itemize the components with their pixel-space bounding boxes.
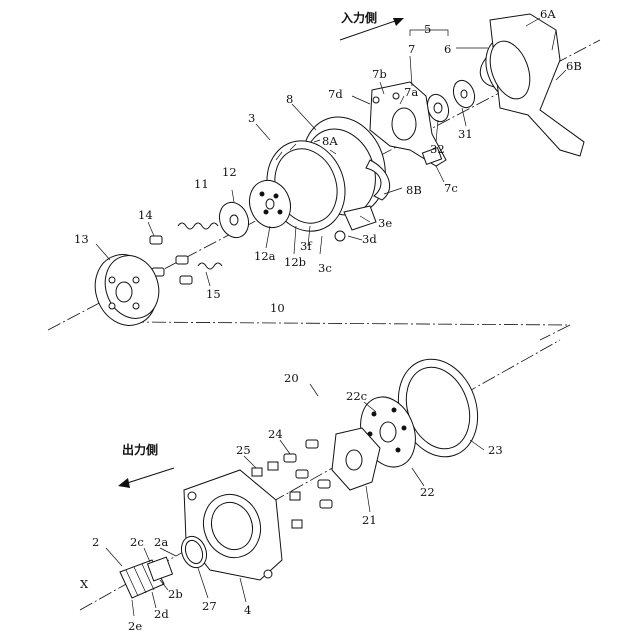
label-3d: 3d	[362, 232, 377, 246]
label-3: 3	[248, 111, 255, 125]
arrow-down-left-icon	[118, 468, 174, 488]
label-12: 12	[222, 165, 237, 179]
label-15: 15	[206, 287, 221, 301]
label-25: 25	[236, 443, 251, 457]
label-X: X	[80, 577, 89, 591]
label-32: 32	[430, 142, 445, 156]
washer-31	[450, 77, 478, 110]
output-side-label: 出力側	[122, 442, 158, 457]
output-side-marker: 出力側	[118, 442, 174, 488]
spring-15-lower	[198, 263, 222, 269]
label-24: 24	[268, 427, 283, 441]
label-3e: 3e	[378, 216, 392, 230]
label-7b: 7b	[372, 67, 387, 81]
hub-11	[215, 198, 254, 241]
label-27: 27	[202, 599, 217, 613]
label-10: 10	[270, 301, 285, 315]
label-2d: 2d	[154, 607, 169, 621]
label-2e: 2e	[128, 619, 142, 633]
label-6: 6	[444, 42, 451, 56]
disc-13	[85, 246, 167, 334]
label-4: 4	[244, 603, 251, 617]
label-8: 8	[286, 92, 293, 106]
label-12a: 12a	[254, 249, 276, 263]
label-7: 7	[408, 42, 415, 56]
label-20: 20	[284, 371, 299, 385]
label-13: 13	[74, 232, 89, 246]
label-8A: 8A	[322, 134, 338, 148]
label-23: 23	[488, 443, 503, 457]
label-3f: 3f	[300, 239, 312, 253]
label-2: 2	[92, 535, 99, 549]
label-8B: 8B	[406, 183, 422, 197]
label-7d: 7d	[328, 87, 343, 101]
label-2b: 2b	[168, 587, 183, 601]
label-12b: 12b	[284, 255, 306, 269]
label-5: 5	[424, 22, 431, 36]
label-7a: 7a	[404, 85, 418, 99]
label-6A: 6A	[540, 7, 556, 21]
label-6B: 6B	[566, 59, 582, 73]
label-3c: 3c	[318, 261, 332, 275]
label-22c: 22c	[346, 389, 367, 403]
label-2c: 2c	[130, 535, 144, 549]
connector-axis-line	[130, 322, 570, 340]
label-22: 22	[420, 485, 435, 499]
lever-6	[472, 14, 584, 156]
label-11: 11	[194, 177, 209, 191]
label-7c: 7c	[444, 181, 458, 195]
spring-15-upper	[178, 223, 218, 229]
label-2a: 2a	[154, 535, 168, 549]
label-21: 21	[362, 513, 377, 527]
leader-lines	[96, 18, 566, 616]
label-31: 31	[458, 127, 473, 141]
input-side-label: 入力側	[341, 10, 377, 25]
input-side-marker: 入力側	[340, 10, 404, 40]
label-14: 14	[138, 208, 153, 222]
shaft-2	[120, 557, 172, 598]
